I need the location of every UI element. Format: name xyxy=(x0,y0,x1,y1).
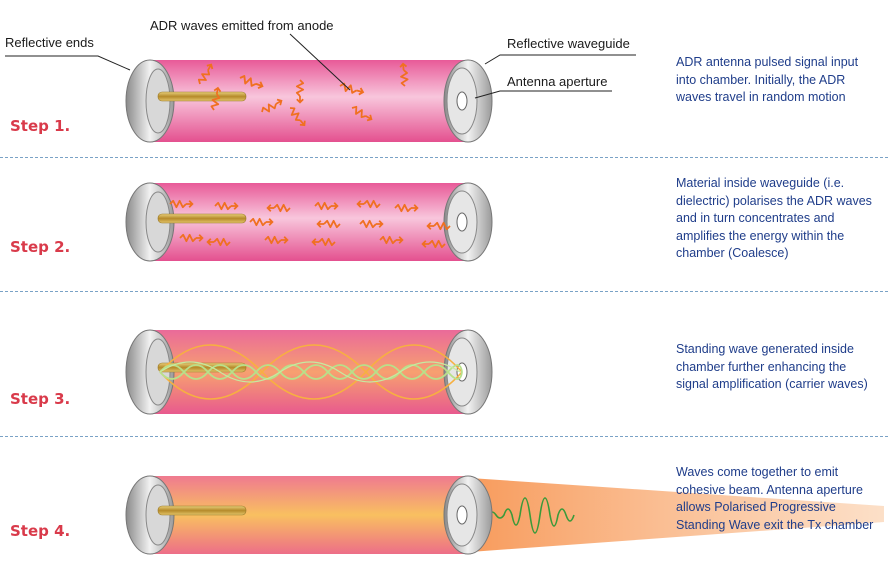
waveguide-tube-step-4 xyxy=(125,475,884,555)
label-antenna-aperture: Antenna aperture xyxy=(507,74,608,89)
waveguide-tube-step-3 xyxy=(125,329,493,415)
step-1-description: ADR antenna pulsed signal input into cha… xyxy=(676,55,859,104)
separator-1 xyxy=(0,157,888,158)
label-adr-waves: ADR waves emitted from anode xyxy=(150,18,334,33)
label-reflective-waveguide: Reflective waveguide xyxy=(507,36,630,51)
step-1-title: Step 1. xyxy=(10,117,71,135)
step-2-title: Step 2. xyxy=(10,238,71,256)
step-3-description: Standing wave generated inside chamber f… xyxy=(676,342,868,391)
separator-2 xyxy=(0,291,888,292)
step-2-description: Material inside waveguide (i.e. dielectr… xyxy=(676,176,872,260)
waveguide-tube-step-2 xyxy=(125,182,493,262)
step-4-description: Waves come together to emit cohesive bea… xyxy=(676,465,874,532)
step-4-title: Step 4. xyxy=(10,522,71,540)
label-reflective-ends: Reflective ends xyxy=(5,35,94,50)
separator-3 xyxy=(0,436,888,437)
step-3-title: Step 3. xyxy=(10,390,71,408)
waveguide-tube-step-1 xyxy=(5,33,636,143)
